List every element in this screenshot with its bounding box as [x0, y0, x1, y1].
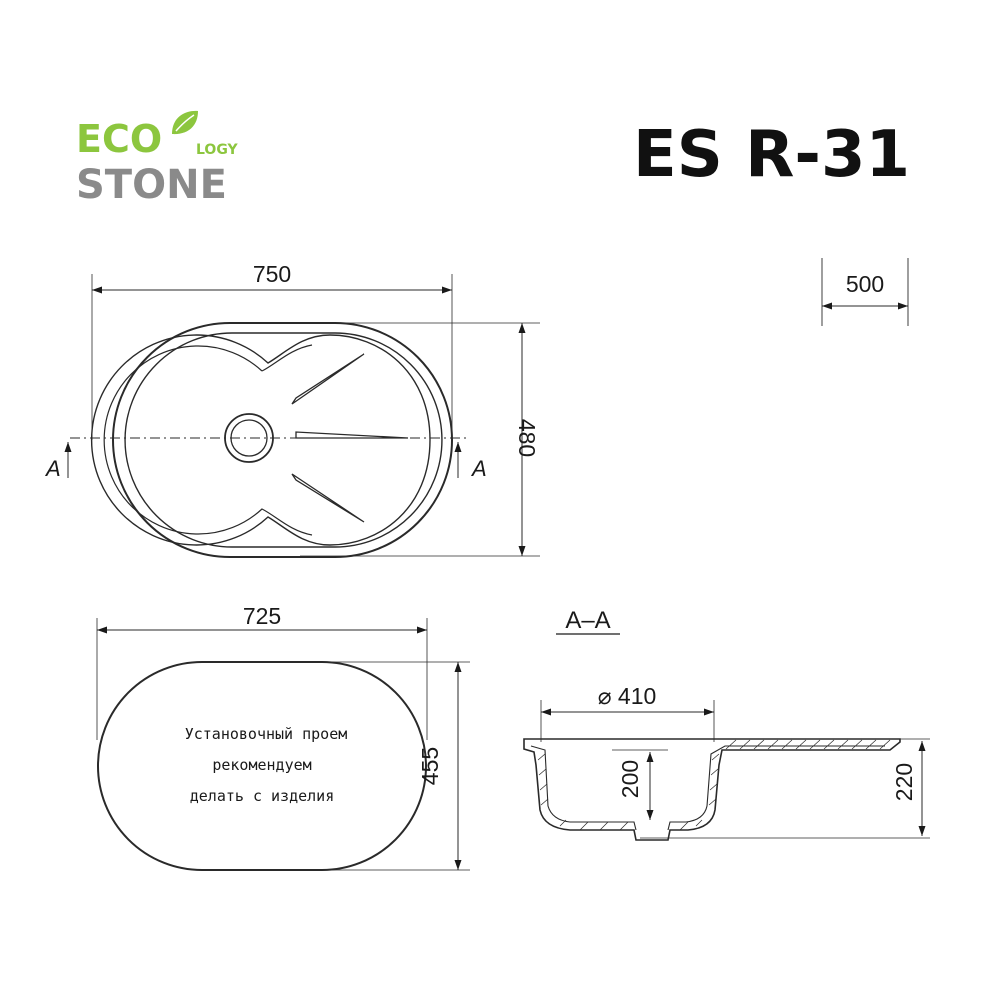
logo-stone-text: STONE — [76, 162, 227, 208]
dim-bowl-depth-200: 200 — [617, 760, 643, 798]
logo-logy-text: LOGY — [196, 142, 239, 158]
dim-total-depth-220: 220 — [891, 763, 917, 801]
dim-cutout-width-725: 725 — [243, 603, 281, 629]
cutout-note-line1: Установочный проем — [185, 725, 348, 743]
section-label-left: A — [44, 456, 61, 481]
dim-diameter-410: ⌀ 410 — [598, 683, 657, 709]
leaf-icon — [172, 110, 198, 135]
brand-logo: ECO LOGY STONE — [76, 110, 239, 208]
dim-cutout-height-455: 455 — [417, 747, 443, 785]
model-title: ES R-31 — [633, 118, 910, 192]
cutout-view — [96, 618, 470, 871]
cutout-note-line2: рекомендуем — [212, 756, 311, 774]
dim-width-750: 750 — [253, 261, 291, 287]
dim-height-480: 480 — [514, 419, 540, 457]
cutout-note-line3: делать с изделия — [190, 787, 335, 805]
section-title: А–А — [565, 607, 610, 634]
top-view — [64, 274, 540, 558]
logo-eco-text: ECO — [76, 117, 162, 161]
dim-depth-500: 500 — [846, 271, 884, 297]
depth-dimension — [821, 258, 909, 326]
section-label-right: A — [470, 456, 487, 481]
section-view — [523, 700, 930, 841]
